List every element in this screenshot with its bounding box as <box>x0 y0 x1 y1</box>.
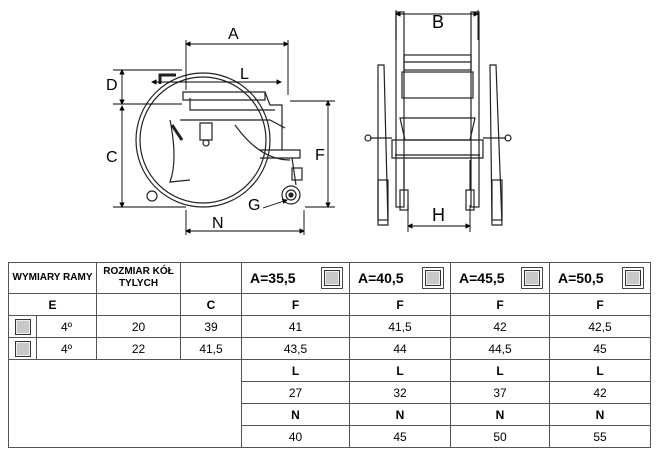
wheelchair-technical-drawing: A L D C F G N B H <box>106 10 512 235</box>
col-l-label: L <box>549 359 651 382</box>
subheader-empty-cell <box>96 293 181 316</box>
col-f-label: F <box>549 293 651 316</box>
header-a-50-5: A=50,5 <box>549 262 651 294</box>
col-l-label: L <box>349 359 451 382</box>
frame-color-swatch-icon <box>321 267 343 289</box>
row-swatch-icon <box>8 337 37 360</box>
cell-f: 42,5 <box>549 315 651 338</box>
header-empty-cell <box>180 262 242 294</box>
dim-label-b: B <box>432 12 444 32</box>
col-n-label: N <box>549 403 651 426</box>
cell-f: 44 <box>349 337 451 360</box>
cell-f: 42 <box>450 315 550 338</box>
table-row: 4º 20 39 41 41,5 42 42,5 <box>8 315 651 338</box>
col-f-label: F <box>241 293 350 316</box>
side-view-dimensions <box>113 40 335 235</box>
cell-l: 37 <box>450 381 550 404</box>
col-n-label: N <box>349 403 451 426</box>
dim-label-h: H <box>432 205 445 225</box>
dim-label-g: G <box>248 197 260 214</box>
table-row: 4º 22 41,5 43,5 44 44,5 45 <box>8 337 651 360</box>
col-c-label: C <box>180 293 242 316</box>
col-f-label: F <box>349 293 451 316</box>
table-header-row: WYMIARY RAMY ROZMIAR KÓŁ TYLYCH A=35,5 A… <box>8 262 651 294</box>
empty-area <box>8 359 242 448</box>
cell-f: 41,5 <box>349 315 451 338</box>
col-l-label: L <box>450 359 550 382</box>
dim-label-c: C <box>106 149 118 166</box>
frame-color-swatch-icon <box>521 267 543 289</box>
header-frame-dims: WYMIARY RAMY <box>8 262 97 294</box>
cell-n: 50 <box>450 425 550 448</box>
table-row: 40 45 50 55 <box>9 425 651 448</box>
row-swatch-icon <box>8 315 37 338</box>
frame-color-swatch-icon <box>622 267 644 289</box>
front-caster <box>281 185 301 205</box>
cell-e: 4º <box>36 337 97 360</box>
dim-label-l: L <box>240 66 249 83</box>
cell-f: 41 <box>241 315 350 338</box>
cell-f: 44,5 <box>450 337 550 360</box>
dim-label-d: D <box>106 77 118 94</box>
col-n-label: N <box>241 403 350 426</box>
cell-wheel-size: 22 <box>96 337 181 360</box>
header-a-35-5: A=35,5 <box>241 262 350 294</box>
cell-f: 45 <box>549 337 651 360</box>
col-e-label: E <box>8 293 97 316</box>
header-rear-wheel-size: ROZMIAR KÓŁ TYLYCH <box>96 262 181 294</box>
cell-f: 43,5 <box>241 337 350 360</box>
cell-wheel-size: 20 <box>96 315 181 338</box>
cell-c: 39 <box>180 315 242 338</box>
dim-label-a: A <box>228 26 239 43</box>
dim-label-n: N <box>212 215 224 232</box>
table-row: L L L L <box>8 359 651 448</box>
cell-n: 45 <box>349 425 451 448</box>
col-n-label: N <box>450 403 550 426</box>
frame-color-swatch-icon <box>422 267 444 289</box>
cell-l: 32 <box>349 381 451 404</box>
rear-wheel <box>135 72 271 208</box>
col-l-label: L <box>241 359 350 382</box>
cell-l: 27 <box>241 381 350 404</box>
cell-l: 42 <box>549 381 651 404</box>
table-subheader-row: E C F F F F <box>8 293 651 316</box>
cell-e: 4º <box>36 315 97 338</box>
side-view-drawing <box>135 72 303 208</box>
cell-n: 40 <box>241 425 350 448</box>
cell-c: 41,5 <box>180 337 242 360</box>
header-a-45-5: A=45,5 <box>450 262 550 294</box>
front-view-drawing <box>364 11 512 226</box>
table-row: N N N N <box>9 403 651 426</box>
col-f-label: F <box>450 293 550 316</box>
spec-table: WYMIARY RAMY ROZMIAR KÓŁ TYLYCH A=35,5 A… <box>8 262 651 448</box>
front-view-dimensions <box>395 10 479 232</box>
header-a-40-5: A=40,5 <box>349 262 451 294</box>
dim-label-f: F <box>315 147 325 164</box>
cell-n: 55 <box>549 425 651 448</box>
